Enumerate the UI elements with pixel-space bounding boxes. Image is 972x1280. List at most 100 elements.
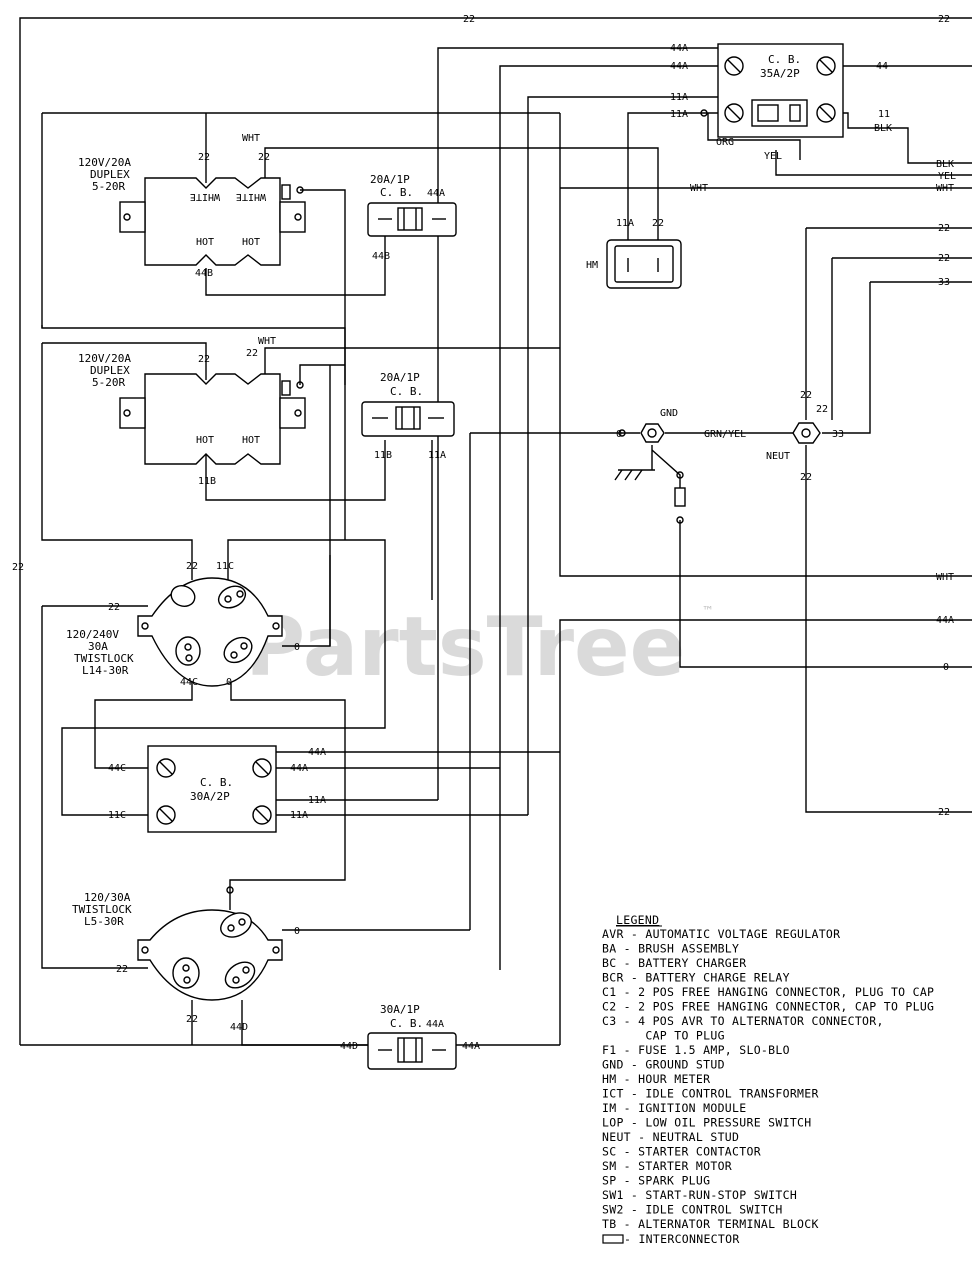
legend-item: SW2 - IDLE CONTROL SWITCH (602, 1203, 783, 1217)
wire-label: 44A (936, 615, 954, 626)
watermark-tm: ™ (702, 604, 714, 618)
legend-item: BC - BATTERY CHARGER (602, 956, 746, 970)
wire-label: 33 (832, 429, 844, 440)
twistlock-l5-30r (137, 886, 283, 1001)
wire-label: 11A (308, 795, 326, 806)
wire-label: WHT (242, 133, 260, 144)
legend-item: LOP - LOW OIL PRESSURE SWITCH (602, 1116, 811, 1130)
wire-label: 22 (186, 1014, 198, 1025)
wire-label: 22 (463, 14, 475, 25)
wire-label: 11 (878, 109, 890, 120)
wire-label: 22 (108, 602, 120, 613)
duplex2-title-3: 5-20R (92, 376, 125, 389)
wire-label: 44A (290, 763, 308, 774)
wire-label: WHT (936, 183, 954, 194)
l14-title-3: TWISTLOCK (74, 652, 134, 665)
gnd-label: GND (660, 408, 678, 419)
legend-item: SP - SPARK PLUG (602, 1174, 710, 1188)
legend-item: SW1 - START-RUN-STOP SWITCH (602, 1188, 797, 1202)
cb30-2p-title-2: 30A/2P (190, 790, 230, 803)
wire-label: 44D (230, 1022, 248, 1033)
wire-label: 0 (943, 662, 949, 673)
wire-label: 22 (198, 152, 210, 163)
wire-label: YEL (938, 171, 956, 182)
wire-label: 0 (226, 677, 232, 688)
circuit-breaker-30a-1p (367, 1032, 457, 1070)
wire-label: 22 (258, 152, 270, 163)
duplex1-title-1: 120V/20A (78, 156, 131, 169)
legend-item: NEUT - NEUTRAL STUD (602, 1130, 739, 1144)
cb30-1p-title-1: 30A/1P (380, 1003, 420, 1016)
wire-label: 33 (938, 277, 950, 288)
l14-title-2: 30A (88, 640, 108, 653)
wire-label: 44C (180, 677, 198, 688)
wire-label: 44A (426, 1019, 444, 1030)
legend-item: C1 - 2 POS FREE HANGING CONNECTOR, PLUG … (602, 985, 934, 999)
wire-label: WHT (936, 572, 954, 583)
wire-label: 44B (372, 251, 390, 262)
wire-label: 11A (290, 810, 308, 821)
cb30-1p-title-2: C. B. (390, 1017, 423, 1030)
wire-label: 22 (116, 964, 128, 975)
duplex-receptacle-1: WHITE WHITE HOT HOT (119, 177, 306, 266)
wire-label: WHT (258, 336, 276, 347)
legend-item: SM - STARTER MOTOR (602, 1159, 732, 1173)
white-label: WHITE (236, 191, 266, 202)
wire-label: 22 (816, 404, 828, 415)
wire-label: 44 (876, 61, 888, 72)
l5-title-1: 120/30A (84, 891, 131, 904)
wire-label: GRN/YEL (704, 429, 746, 440)
wire-label: 22 (938, 223, 950, 234)
wire-label: ORG (716, 137, 734, 148)
legend-item: GND - GROUND STUD (602, 1058, 725, 1072)
hot-label: HOT (242, 435, 260, 446)
circuit-breaker-35a-2p (700, 43, 844, 138)
circuit-breaker-30a-2p (147, 745, 277, 833)
hot-label: HOT (242, 237, 260, 248)
cb20-1-title-1: 20A/1P (370, 173, 410, 186)
wire-label: 11C (108, 810, 126, 821)
wire-label: 22 (198, 354, 210, 365)
legend-item: BA - BRUSH ASSEMBLY (602, 942, 739, 956)
circuit-breaker-20a-1 (367, 202, 457, 237)
wire-label: YEL (764, 151, 782, 162)
legend-item: ICT - IDLE CONTROL TRANSFORMER (602, 1087, 819, 1101)
neutral-stud (792, 422, 821, 444)
twistlock-l14-30r (137, 577, 283, 687)
l14-title-1: 120/240V (66, 628, 119, 641)
wire-label: 11A (670, 92, 688, 103)
wire-label: 11A (670, 109, 688, 120)
cb30-2p-title-1: C. B. (200, 776, 233, 789)
wire-label: 22 (800, 390, 812, 401)
wire-label: 44C (108, 763, 126, 774)
hour-meter (606, 239, 682, 289)
interconnector-icon (602, 1234, 624, 1244)
wire-label: 22 (800, 472, 812, 483)
circuit-breaker-20a-2 (361, 401, 455, 437)
wires (19, 17, 972, 1046)
wire-label: 22 (12, 562, 24, 573)
cb35-title-2: 35A/2P (760, 67, 800, 80)
legend-item: SC - STARTER CONTACTOR (602, 1145, 761, 1159)
legend-item: C2 - 2 POS FREE HANGING CONNECTOR, CAP T… (602, 1000, 934, 1014)
l5-title-3: L5-30R (84, 915, 124, 928)
cb20-2-title-1: 20A/1P (380, 371, 420, 384)
legend: LEGEND AVR - AUTOMATIC VOLTAGE REGULATOR… (602, 913, 934, 1246)
wire-label: 44A (670, 43, 688, 54)
wire-label: 11B (374, 450, 392, 461)
legend-item: BCR - BATTERY CHARGE RELAY (602, 971, 790, 985)
duplex1-title-2: DUPLEX (90, 168, 130, 181)
duplex2-title-1: 120V/20A (78, 352, 131, 365)
wire-label: 22 (938, 807, 950, 818)
wire-label: BLK (936, 159, 954, 170)
wire-label: 11A (616, 218, 634, 229)
wire-label: 11A (428, 450, 446, 461)
watermark: PartsTree (245, 600, 685, 695)
wire-label: 22 (186, 561, 198, 572)
legend-item: IM - IGNITION MODULE (602, 1101, 746, 1115)
wire-label: 44A (427, 188, 445, 199)
wire-label: 22 (652, 218, 664, 229)
legend-item: AVR - AUTOMATIC VOLTAGE REGULATOR (602, 927, 840, 941)
wire-label: WHT (690, 183, 708, 194)
hm-label: HM (586, 260, 598, 271)
